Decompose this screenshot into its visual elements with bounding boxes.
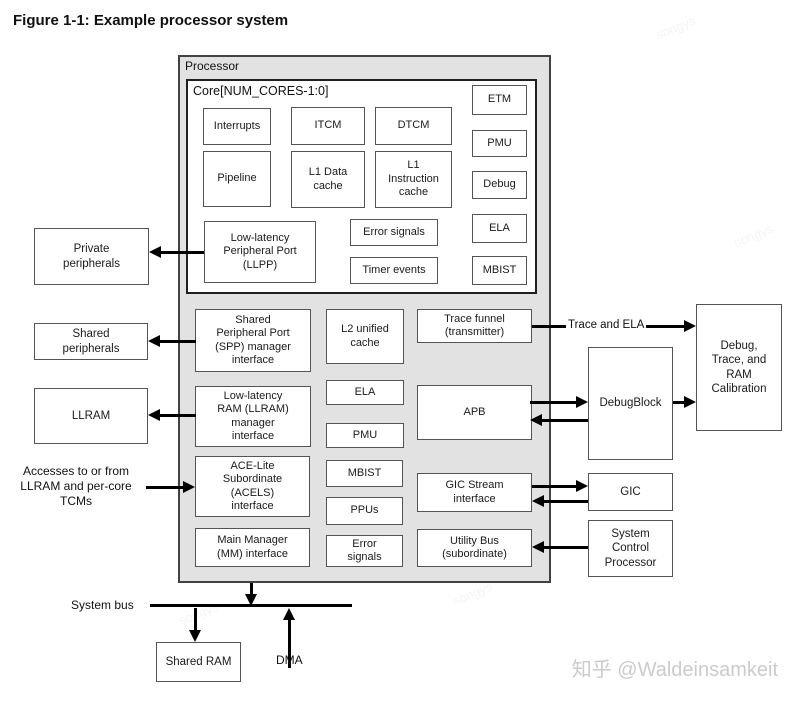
block-etm: ETM	[472, 85, 527, 115]
arrow-main-manager-to-system-bus	[245, 583, 257, 606]
block-private-peripherals: Private peripherals	[34, 228, 149, 285]
block-main-manager-interface: Main Manager (MM) interface	[195, 528, 310, 567]
block-debug: Debug	[472, 171, 527, 199]
block-pipeline: Pipeline	[203, 151, 271, 207]
dma-label: DMA	[276, 653, 303, 667]
processor-label: Processor	[185, 59, 240, 73]
block-interrupts: Interrupts	[203, 108, 271, 145]
arrow-dma-to-system-bus	[283, 608, 295, 668]
diagonal-watermark: songys	[731, 220, 776, 251]
arrow-llram-manager-to-llram	[148, 409, 196, 421]
block-error-signals-core: Error signals	[350, 219, 438, 246]
diagonal-watermark: songys	[450, 578, 495, 609]
block-ela-core: ELA	[472, 214, 527, 243]
arrow-debugblock-to-calibration	[673, 396, 696, 408]
block-debugblock: DebugBlock	[588, 347, 673, 460]
block-gic-stream-interface: GIC Stream interface	[417, 473, 532, 512]
block-apb: APB	[417, 385, 532, 440]
block-dtcm: DTCM	[375, 107, 452, 145]
arrow-gic-to-gic-stream	[532, 495, 588, 507]
block-mbist-core: MBIST	[472, 256, 527, 285]
block-gic: GIC	[588, 473, 673, 511]
block-l2-unified-cache: L2 unified cache	[326, 309, 404, 364]
trace-and-ela-label: Trace and ELA	[566, 319, 647, 331]
block-itcm: ITCM	[291, 107, 365, 145]
block-timer-events: Timer events	[350, 257, 438, 284]
arrow-debugblock-to-apb	[530, 414, 588, 426]
arrow-apb-to-debugblock	[530, 396, 588, 408]
brand-watermark: 知乎 @Waldeinsamkeit	[571, 659, 778, 681]
block-pmu-core: PMU	[472, 130, 527, 157]
arrow-gic-stream-to-gic	[532, 480, 588, 492]
block-llpp: Low-latency Peripheral Port (LLPP)	[204, 221, 316, 283]
arrow-access-note-to-acels	[146, 481, 195, 493]
arrow-system-bus-to-shared-ram	[189, 608, 201, 642]
core-label: Core[NUM_CORES-1:0]	[193, 84, 329, 98]
block-llram: LLRAM	[34, 388, 148, 444]
block-pmu: PMU	[326, 423, 404, 448]
block-mbist: MBIST	[326, 460, 403, 487]
block-acels-interface: ACE-Lite Subordinate (ACELS) interface	[195, 456, 310, 517]
system-bus-label: System bus	[71, 598, 134, 612]
block-system-control-processor: System Control Processor	[588, 520, 673, 577]
block-spp-manager-interface: Shared Peripheral Port (SPP) manager int…	[195, 309, 311, 372]
access-note: Accesses to or from LLRAM and per-core T…	[20, 464, 132, 508]
block-ela: ELA	[326, 380, 404, 405]
block-shared-ram: Shared RAM	[156, 642, 241, 682]
diagonal-watermark: songys	[653, 12, 698, 43]
block-error-signals: Error signals	[326, 535, 403, 567]
arrow-scp-to-utility-bus	[532, 541, 588, 553]
figure-title: Figure 1-1: Example processor system	[13, 12, 289, 29]
block-utility-bus: Utility Bus (subordinate)	[417, 529, 532, 567]
arrow-spp-to-shared-peripherals	[148, 335, 196, 347]
block-trace-funnel: Trace funnel (transmitter)	[417, 309, 532, 343]
block-debug-trace-ram-calibration: Debug, Trace, and RAM Calibration	[696, 304, 782, 431]
block-shared-peripherals: Shared peripherals	[34, 323, 148, 360]
block-l1-data-cache: L1 Data cache	[291, 151, 365, 208]
system-bus-line	[150, 604, 352, 607]
block-l1-instruction-cache: L1 Instruction cache	[375, 151, 452, 208]
arrow-llpp-to-private-peripherals	[149, 246, 204, 258]
block-llram-manager-interface: Low-latency RAM (LLRAM) manager interfac…	[195, 386, 311, 447]
block-ppus: PPUs	[326, 497, 403, 525]
